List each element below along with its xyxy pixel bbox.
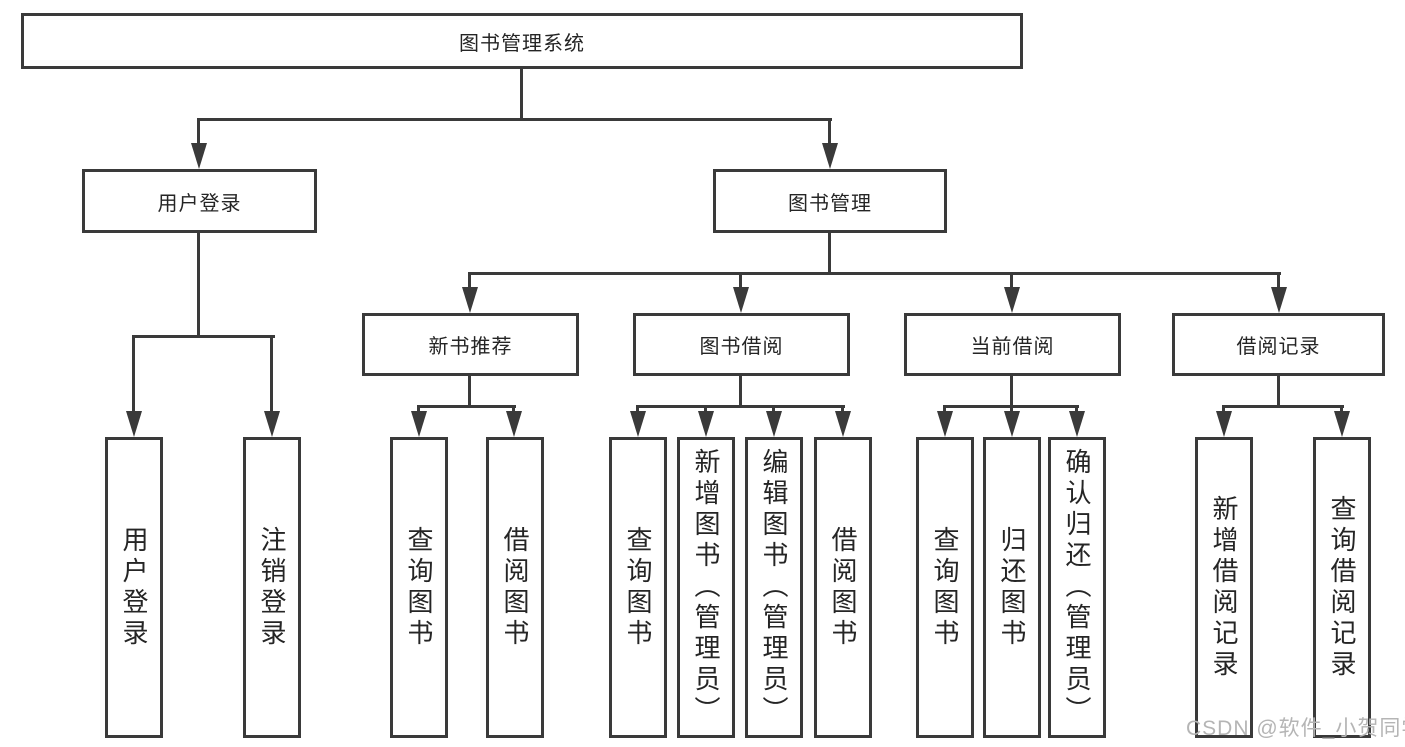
- node-user-login-label: 用户登录: [157, 192, 242, 215]
- leaf-label: 编辑图书（管理员）: [759, 448, 789, 727]
- arrowhead-icon: [506, 405, 522, 437]
- watermark-text: CSDN @软件_小贺同学: [1186, 717, 1405, 740]
- node-new-book-recommend-label: 新书推荐: [428, 336, 513, 358]
- arrowhead-icon: [835, 405, 851, 437]
- leaf-label: 新增图书（管理员）: [691, 448, 721, 727]
- connector-level3-hline: [468, 272, 1281, 275]
- leaf-return-books: 归还图书: [983, 437, 1041, 738]
- connector-new-book-stem: [468, 376, 471, 407]
- node-root: 图书管理系统: [21, 13, 1023, 69]
- connector-level2-hline: [198, 118, 832, 121]
- connector-new-book-hline: [417, 405, 516, 408]
- node-user-login: 用户登录: [82, 169, 317, 233]
- arrowhead-icon: [126, 335, 142, 437]
- arrowhead-icon: [1004, 405, 1020, 437]
- node-current-borrow-label: 当前借阅: [970, 336, 1055, 358]
- node-book-borrow: 图书借阅: [633, 313, 850, 376]
- connector-user-login-hline: [132, 335, 275, 338]
- leaf-label: 确认归还（管理员）: [1062, 448, 1092, 727]
- leaf-logout: 注销登录: [243, 437, 301, 738]
- arrowhead-icon: [698, 405, 714, 437]
- connector-borrow-records-stem: [1277, 376, 1280, 407]
- node-current-borrow: 当前借阅: [904, 313, 1121, 376]
- leaf-query-books-recommend: 查询图书: [390, 437, 448, 738]
- arrowhead-icon: [937, 405, 953, 437]
- connector-book-borrow-stem: [739, 376, 742, 407]
- arrowhead-icon: [630, 405, 646, 437]
- leaf-borrow-books: 借阅图书: [814, 437, 872, 738]
- arrowhead-icon: [733, 272, 749, 313]
- leaf-user-login: 用户登录: [105, 437, 163, 738]
- node-borrow-records: 借阅记录: [1172, 313, 1385, 376]
- leaf-query-borrow-record: 查询借阅记录: [1313, 437, 1371, 738]
- leaf-edit-books-admin: 编辑图书（管理员）: [745, 437, 803, 738]
- arrowhead-icon: [264, 335, 280, 437]
- leaf-label: 归还图书: [997, 525, 1027, 650]
- connector-root-stem: [520, 69, 523, 120]
- leaf-label: 借阅图书: [500, 525, 530, 650]
- leaf-label: 查询图书: [930, 525, 960, 650]
- arrowhead-icon: [1069, 405, 1085, 437]
- arrowhead-icon: [411, 405, 427, 437]
- arrowhead-icon: [766, 405, 782, 437]
- leaf-label: 查询借阅记录: [1327, 494, 1357, 681]
- leaf-add-books-admin: 新增图书（管理员）: [677, 437, 735, 738]
- arrowhead-icon: [462, 272, 478, 313]
- connector-user-login-stem: [197, 233, 200, 338]
- leaf-label: 新增借阅记录: [1209, 494, 1239, 681]
- arrowhead-icon: [822, 118, 838, 169]
- leaf-label: 查询图书: [623, 525, 653, 650]
- connector-borrow-records-hline: [1222, 405, 1344, 408]
- arrowhead-icon: [191, 118, 207, 169]
- arrowhead-icon: [1334, 405, 1350, 437]
- arrowhead-icon: [1271, 272, 1287, 313]
- leaf-label: 借阅图书: [828, 525, 858, 650]
- leaf-user-login-label: 用户登录: [119, 525, 149, 650]
- leaf-add-borrow-record: 新增借阅记录: [1195, 437, 1253, 738]
- leaf-query-books-current: 查询图书: [916, 437, 974, 738]
- connector-book-borrow-hline: [636, 405, 845, 408]
- connector-book-mgmt-stem: [828, 233, 831, 274]
- leaf-confirm-return-admin: 确认归还（管理员）: [1048, 437, 1106, 738]
- leaf-borrow-books-recommend: 借阅图书: [486, 437, 544, 738]
- arrowhead-icon: [1216, 405, 1232, 437]
- leaf-label: 查询图书: [404, 525, 434, 650]
- leaf-logout-label: 注销登录: [257, 525, 287, 650]
- node-borrow-records-label: 借阅记录: [1236, 336, 1321, 358]
- node-root-label: 图书管理系统: [459, 32, 585, 55]
- node-book-management: 图书管理: [713, 169, 947, 233]
- connector-current-borrow-stem: [1010, 376, 1013, 407]
- node-new-book-recommend: 新书推荐: [362, 313, 579, 376]
- node-book-management-label: 图书管理: [788, 192, 872, 215]
- arrowhead-icon: [1004, 272, 1020, 313]
- leaf-query-books-borrow: 查询图书: [609, 437, 667, 738]
- node-book-borrow-label: 图书借阅: [699, 336, 784, 358]
